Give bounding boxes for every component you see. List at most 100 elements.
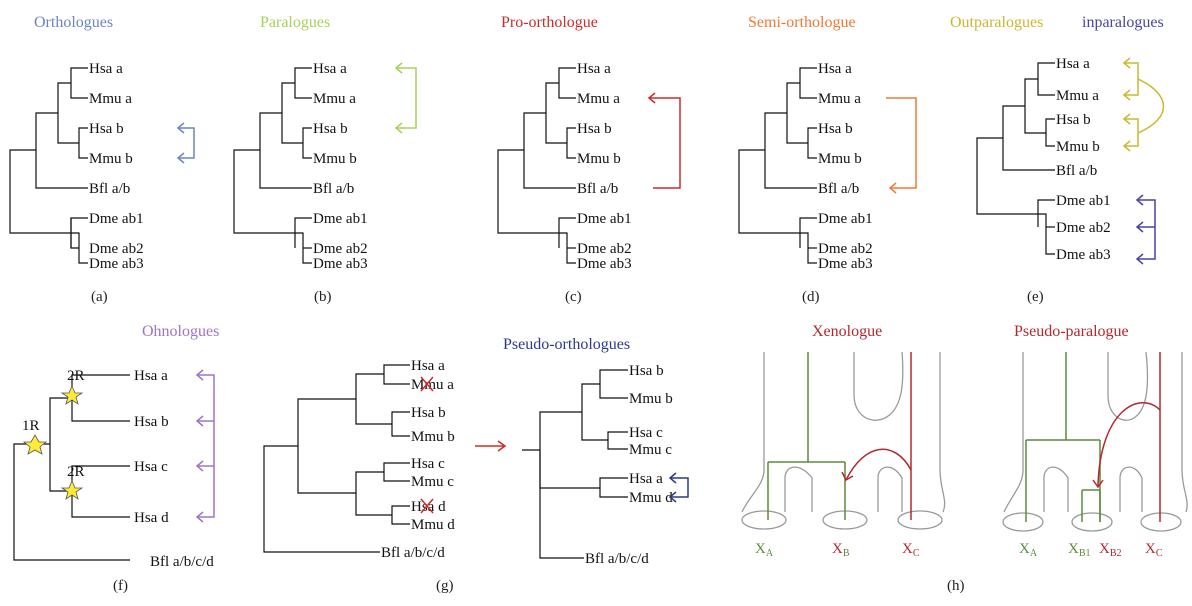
leaf-label: Mmu a xyxy=(89,91,132,107)
leaf-label: Dme ab3 xyxy=(577,256,632,272)
leaf-label: Hsa c xyxy=(629,425,663,441)
tree-g-right xyxy=(522,369,628,559)
leaf-label: Bfl a/b/c/d xyxy=(381,545,445,561)
leaf-label: Mmu b xyxy=(1056,139,1100,155)
title-pseudo-orthologues: Pseudo-orthologues xyxy=(503,336,630,353)
leaf-label: Hsa b xyxy=(313,121,348,137)
gene-loss-marks xyxy=(420,376,434,514)
gene-label: XB2 xyxy=(1099,541,1122,559)
tree-b xyxy=(233,67,312,264)
leaf-label: Mmu b xyxy=(411,429,455,445)
leaf-label: Hsa b xyxy=(134,414,169,430)
leaf-label: Dme ab1 xyxy=(89,211,144,227)
title-pseudo-paralogue: Pseudo-paralogue xyxy=(1014,323,1129,340)
xenologue-labels: XA XB XC xyxy=(755,541,920,559)
tree-e xyxy=(976,62,1055,255)
leaf-label: Hsa c xyxy=(411,456,445,472)
leaf-label: Bfl a/b xyxy=(1056,163,1097,179)
pseudoparalogue-species-tree xyxy=(1002,351,1188,532)
gene-label: XA xyxy=(755,541,774,559)
gene-label: XC xyxy=(902,541,920,559)
leaf-label: Hsa c xyxy=(134,459,168,475)
caption-g: (g) xyxy=(436,578,454,594)
leaf-label: Hsa a xyxy=(577,61,611,77)
leaf-label: Dme ab2 xyxy=(818,241,873,257)
title-pro-orthologue: Pro-orthologue xyxy=(501,14,598,31)
leaf-label: Bfl a/b xyxy=(577,181,618,197)
leaf-label: Bfl a/b xyxy=(313,181,354,197)
caption-e: (e) xyxy=(1027,289,1044,305)
caption-b: (b) xyxy=(314,289,332,305)
caption-d: (d) xyxy=(802,289,820,305)
leaf-label: Hsa b xyxy=(89,121,124,137)
leaf-label: Bfl a/b xyxy=(818,181,859,197)
star-icon xyxy=(60,479,84,500)
leaf-label: Mmu b xyxy=(629,391,673,407)
title-outparalogues: Outparalogues xyxy=(950,14,1043,31)
leaf-label: Mmu b xyxy=(89,151,133,167)
tree-e-labels: Hsa a Mmu a Hsa b Mmu b Bfl a/b Dme ab1 … xyxy=(1056,56,1111,263)
leaf-label: Mmu c xyxy=(411,474,454,490)
tree-a-labels: Hsa a Mmu a Hsa b Mmu b Bfl a/b Dme ab1 … xyxy=(89,61,144,272)
orthologue-bracket xyxy=(178,127,195,159)
caption-a: (a) xyxy=(91,289,108,305)
leaf-label: Mmu d xyxy=(411,517,455,533)
gene-label: XB xyxy=(832,541,850,559)
leaf-label: Hsa a xyxy=(313,61,347,77)
paralogue-bracket xyxy=(396,67,417,129)
pseudoparalogue-gene-tree xyxy=(1025,352,1161,522)
leaf-label: Dme ab3 xyxy=(89,256,144,272)
leaf-label: Dme ab3 xyxy=(313,256,368,272)
arrow-head xyxy=(176,122,185,164)
tree-d-labels: Hsa a Mmu a Hsa b Mmu b Bfl a/b Dme ab1 … xyxy=(818,61,873,272)
ohnologue-bracket xyxy=(195,369,215,523)
tree-g-left xyxy=(263,364,410,553)
duplication-label-2r: 2R xyxy=(67,368,85,384)
leaf-label: Hsa a xyxy=(818,61,852,77)
leaf-label: Dme ab3 xyxy=(818,256,873,272)
leaf-label: Dme ab3 xyxy=(1056,247,1111,263)
duplication-label-1r: 1R xyxy=(22,418,40,434)
tree-f-labels: Hsa a Hsa b Hsa c Hsa d Bfl a/b/c/d xyxy=(134,368,214,570)
leaf-label: Hsa b xyxy=(629,363,664,379)
leaf-label: Dme ab1 xyxy=(818,211,873,227)
title-xenologue: Xenologue xyxy=(812,323,882,340)
tree-c-labels: Hsa a Mmu a Hsa b Mmu b Bfl a/b Dme ab1 … xyxy=(577,61,632,272)
leaf-label: Dme ab1 xyxy=(577,211,632,227)
leaf-label: Hsa a xyxy=(411,358,445,374)
arrow-head xyxy=(394,62,403,134)
arrow-head xyxy=(888,182,897,194)
tree-b-labels: Hsa a Mmu a Hsa b Mmu b Bfl a/b Dme ab1 … xyxy=(313,61,368,272)
leaf-label: Mmu b xyxy=(818,151,862,167)
tree-a xyxy=(9,67,88,264)
arrow-head xyxy=(647,92,656,104)
leaf-label: Dme ab1 xyxy=(313,211,368,227)
caption-h: (h) xyxy=(947,578,965,594)
leaf-label: Dme ab2 xyxy=(1056,220,1111,236)
star-icon xyxy=(60,384,84,405)
leaf-label: Hsa b xyxy=(411,405,446,421)
outparalogue-brackets xyxy=(1122,57,1165,152)
leaf-label: Bfl a/b xyxy=(89,181,130,197)
leaf-label: Dme ab2 xyxy=(313,241,368,257)
leaf-label: Mmu a xyxy=(313,91,356,107)
pro-orthologue-bracket xyxy=(649,97,681,189)
duplication-label-2r: 2R xyxy=(67,464,85,480)
xenologue-species-tree xyxy=(741,351,946,530)
leaf-label: Mmu c xyxy=(629,442,672,458)
leaf-label: Mmu b xyxy=(313,151,357,167)
title-orthologues: Orthologues xyxy=(34,14,113,31)
leaf-label: Hsa a xyxy=(629,471,663,487)
caption-f: (f) xyxy=(113,578,128,594)
leaf-label: Hsa b xyxy=(577,121,612,137)
gene-label: XC xyxy=(1145,541,1163,559)
leaf-label: Mmu d xyxy=(629,490,673,506)
title-paralogues: Paralogues xyxy=(260,14,330,31)
caption-c: (c) xyxy=(565,289,582,305)
leaf-label: Dme ab2 xyxy=(577,241,632,257)
leaf-label: Hsa a xyxy=(89,61,123,77)
pseudoparalogue-labels: XA XB1 XB2 XC xyxy=(1019,541,1163,559)
pseudo-orthologue-bracket xyxy=(668,472,689,503)
leaf-label: Dme ab2 xyxy=(89,241,144,257)
